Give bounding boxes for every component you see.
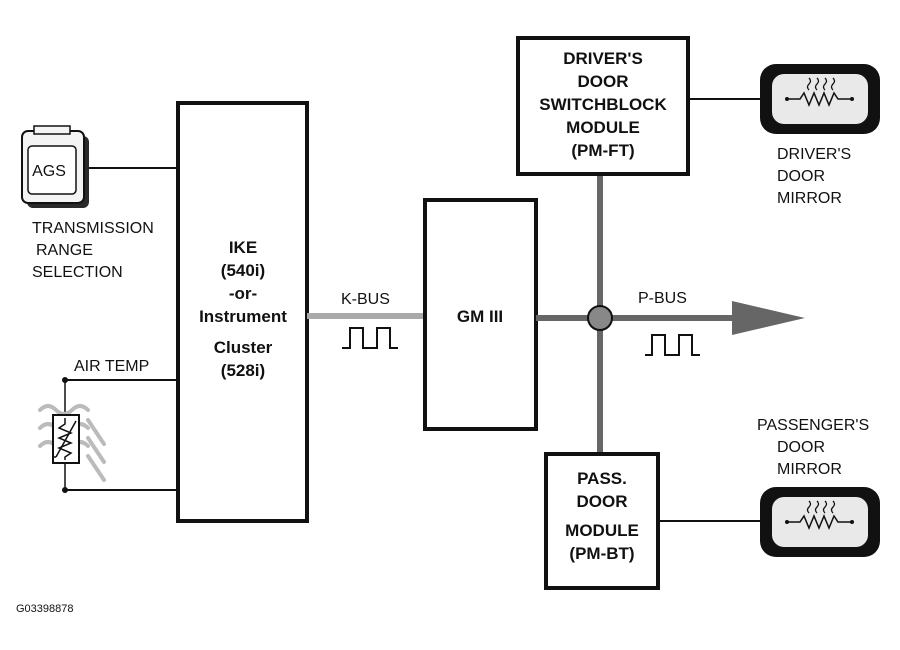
passenger-mirror-caption-line-3: MIRROR: [777, 461, 842, 478]
drivers-module-line-1: DRIVER'S: [563, 49, 643, 68]
gm-block: [423, 198, 538, 431]
p-bus-arrow-icon: [732, 301, 805, 335]
pass-door-module-block: [544, 452, 660, 590]
k-bus-label: K-BUS: [341, 291, 390, 308]
drivers-module-line-2: DOOR: [578, 72, 629, 91]
drivers-mirror-caption-line-3: MIRROR: [777, 190, 842, 207]
drivers-mirror-caption-line-2: DOOR: [777, 168, 825, 185]
passenger-mirror-caption-line-1: PASSENGER'S: [757, 417, 869, 434]
p-bus-label: P-BUS: [638, 290, 687, 307]
passenger-door-mirror: [760, 487, 880, 557]
pass-module-line-3: MODULE: [565, 521, 639, 540]
ags-caption-line-3: SELECTION: [32, 264, 123, 281]
ike-line-1: IKE: [229, 238, 257, 257]
pass-module-line-2: DOOR: [577, 492, 628, 511]
ike-line-3: -or-: [229, 284, 257, 303]
passenger-mirror-heater-icon: [787, 514, 852, 530]
drivers-mirror-heater-icon: [787, 91, 852, 107]
p-bus-junction: [587, 305, 613, 331]
ike-line-2: (540i): [221, 261, 265, 280]
drivers-module-line-4: MODULE: [566, 118, 640, 137]
k-bus-signal-icon: [342, 327, 398, 349]
ike-line-6: (528i): [221, 361, 265, 380]
drivers-mirror-caption-line-1: DRIVER'S: [777, 146, 851, 163]
drivers-module-line-3: SWITCHBLOCK: [539, 95, 667, 114]
ike-line-5: Cluster: [214, 338, 273, 357]
ike-block: [176, 101, 309, 523]
ags-caption-line-2: RANGE: [36, 242, 93, 259]
ags-selector: AGS: [21, 125, 89, 208]
ike-line-4: Instrument: [199, 307, 287, 326]
ags-label: AGS: [32, 163, 66, 180]
drivers-door-module-block: [516, 36, 690, 176]
air-temp-label: AIR TEMP: [74, 358, 149, 375]
drivers-door-mirror: [760, 64, 880, 134]
ags-caption-line-1: TRANSMISSION: [32, 220, 154, 237]
pass-module-line-4: (PM-BT): [569, 544, 634, 563]
figure-code: G03398878: [16, 603, 74, 615]
air-temp-sensor: [38, 377, 178, 493]
p-bus-signal-icon: [645, 334, 700, 356]
pass-module-line-1: PASS.: [577, 469, 627, 488]
gm-label: GM III: [457, 307, 503, 326]
passenger-mirror-caption-line-2: DOOR: [777, 439, 825, 456]
drivers-module-line-5: (PM-FT): [571, 141, 634, 160]
